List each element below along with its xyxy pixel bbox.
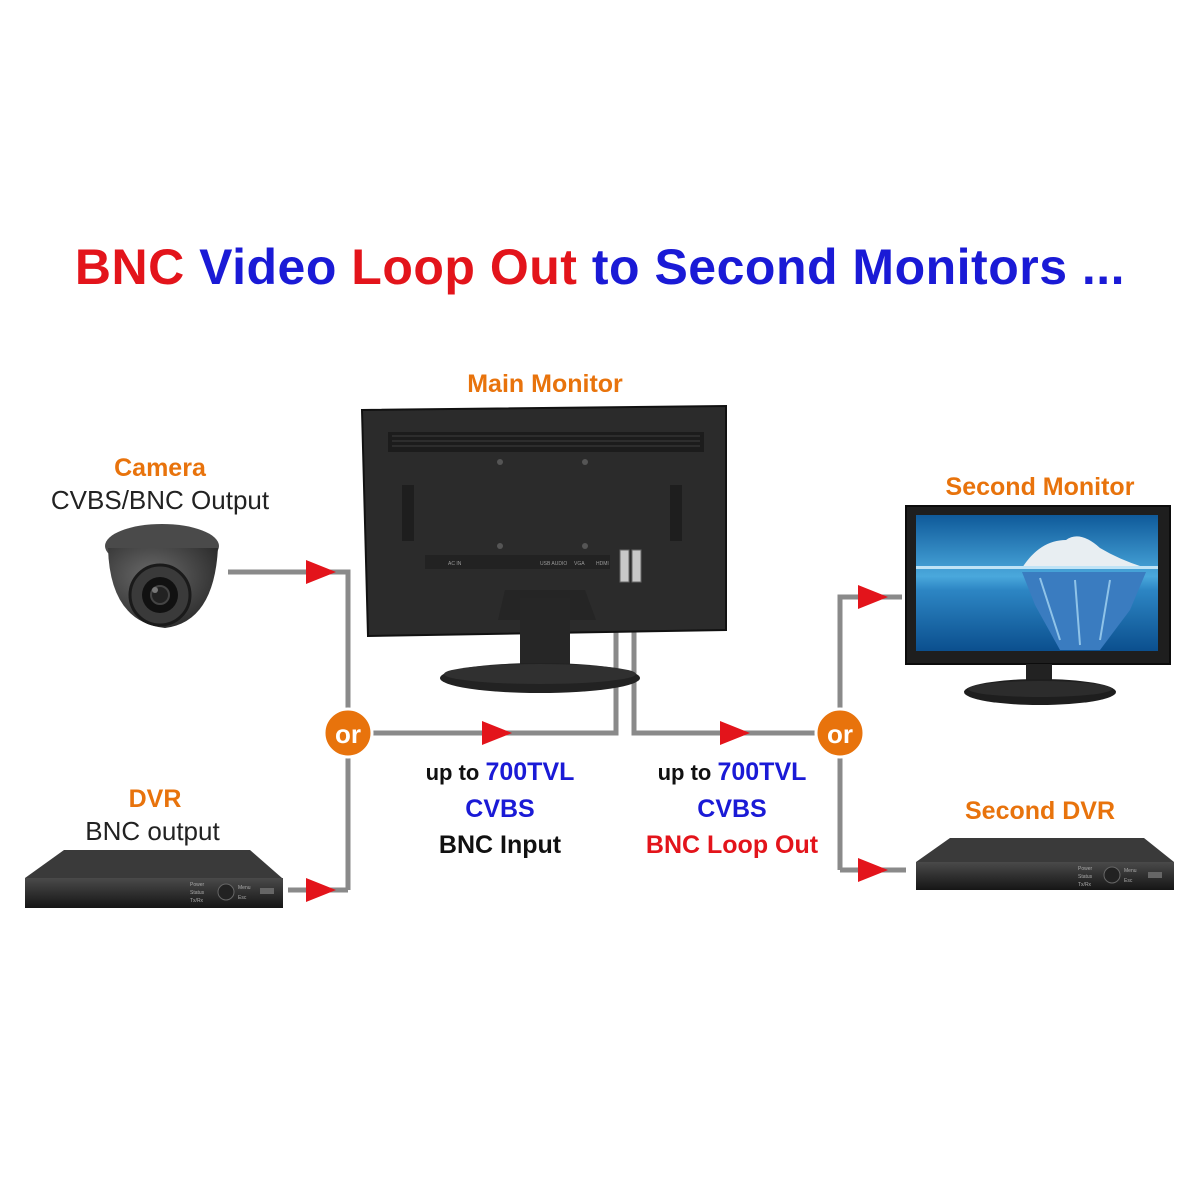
camera-sublabel: CVBS/BNC Output: [50, 485, 270, 515]
arrow-input: [482, 721, 512, 745]
dvr-sublabel: BNC output: [85, 816, 220, 846]
second-dvr-menu-label: Menu: [1124, 868, 1137, 874]
arrow-second-monitor: [858, 585, 888, 609]
dvr-device: Power Status Tx/Rx Menu Esc: [25, 850, 283, 908]
camera-label: Camera: [114, 454, 206, 482]
junction-right: or: [814, 707, 866, 759]
bnc-connector-in: [619, 549, 630, 583]
diagram-title: BNC Video Loop Out to Second Monitors ..…: [0, 238, 1200, 296]
dvr-esc-label: Esc: [238, 895, 247, 901]
loop-spec-line1: up to 700TVL: [612, 754, 852, 791]
second-dvr-device: Power Status Tx/Rx Menu Esc: [916, 838, 1174, 890]
second-dvr-esc-label: Esc: [1124, 878, 1133, 884]
port-hdmi: HDMI: [596, 561, 609, 567]
arrow-second-dvr: [858, 858, 888, 882]
loop-spec: up to 700TVL CVBS BNC Loop Out: [612, 754, 852, 863]
second-monitor-device: [905, 505, 1171, 705]
input-spec-type: BNC Input: [438, 831, 562, 859]
input-spec-format: CVBS: [465, 795, 535, 823]
cable-camera: [228, 569, 351, 890]
input-spec-prefix: up to: [425, 760, 486, 785]
loop-spec-format: CVBS: [697, 795, 767, 823]
dvr-label: DVR: [128, 785, 182, 813]
loop-spec-type: BNC Loop Out: [645, 831, 819, 859]
junction-right-label: or: [827, 719, 853, 749]
bnc-connector-out: [631, 549, 642, 583]
camera-device: [105, 524, 219, 628]
junction-left-label: or: [335, 719, 361, 749]
dvr-status-label: Status: [190, 890, 205, 896]
dvr-power-label: Power: [190, 882, 205, 888]
port-vga: VGA: [574, 561, 585, 567]
loop-spec-prefix: up to: [657, 760, 718, 785]
port-ac-in: AC IN: [448, 561, 462, 567]
title-part-loop-out: Loop Out: [351, 239, 578, 295]
title-part-bnc: BNC: [74, 239, 185, 295]
port-usb-audio: USB AUDIO: [540, 561, 567, 567]
loop-spec-resolution: 700TVL: [717, 758, 807, 786]
title-part-video: Video: [199, 239, 337, 295]
arrow-loop-out: [720, 721, 750, 745]
arrow-camera: [306, 560, 336, 584]
second-dvr-status-label: Status: [1078, 874, 1093, 880]
input-spec-resolution: 700TVL: [485, 758, 575, 786]
main-monitor-device: AC IN USB AUDIO VGA HDMI: [360, 404, 727, 693]
title-part-second-monitors: to Second Monitors ...: [591, 239, 1126, 295]
junction-left: or: [322, 707, 374, 759]
second-dvr-label: Second DVR: [964, 797, 1116, 825]
second-dvr-power-label: Power: [1078, 866, 1093, 872]
second-monitor-label: Second Monitor: [945, 473, 1135, 501]
dvr-menu-label: Menu: [238, 885, 251, 891]
dvr-txrx-label: Tx/Rx: [190, 898, 204, 904]
input-spec: up to 700TVL CVBS BNC Input: [380, 754, 620, 863]
main-monitor-label: Main Monitor: [467, 370, 623, 398]
arrow-dvr: [306, 878, 336, 902]
input-spec-line1: up to 700TVL: [380, 754, 620, 791]
second-dvr-txrx-label: Tx/Rx: [1078, 882, 1092, 888]
